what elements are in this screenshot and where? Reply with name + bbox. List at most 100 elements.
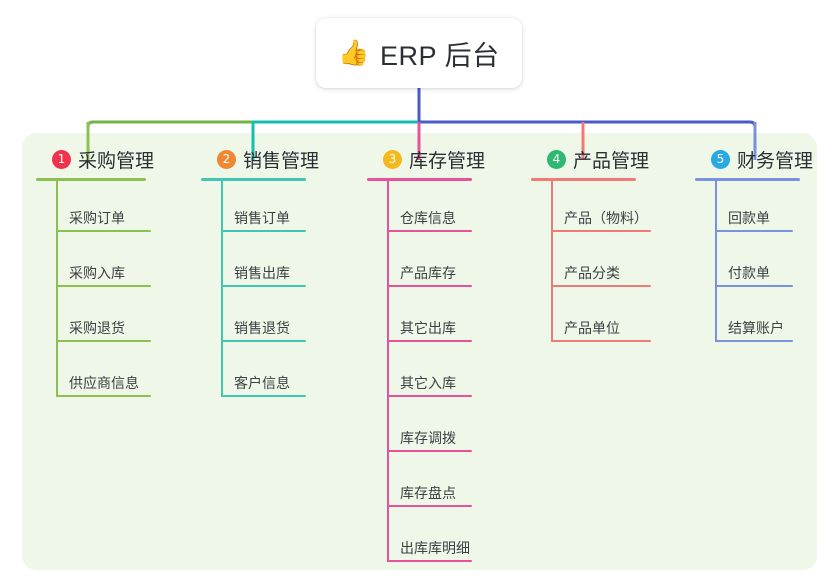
branch-item-underline — [387, 505, 472, 507]
branch-number-badge: 2 — [217, 149, 236, 169]
branch-item-underline — [551, 340, 651, 342]
branch-item[interactable]: 销售出库 — [201, 236, 319, 291]
branch-title: 库存管理 — [409, 150, 486, 172]
branch-item[interactable]: 付款单 — [695, 236, 813, 291]
branch-header-1[interactable]: 1 采购管理 — [36, 146, 154, 172]
branch-item-label: 销售退货 — [234, 320, 290, 336]
branch-item[interactable]: 结算账户 — [695, 291, 813, 346]
branch-item-underline — [387, 340, 472, 342]
branch-number-badge: 4 — [547, 149, 566, 169]
branch-item-underline — [221, 395, 306, 397]
bar-segment-blue — [418, 120, 757, 131]
branch-item-label: 出库库明细 — [400, 540, 470, 556]
branch-item[interactable]: 产品库存 — [367, 236, 485, 291]
branch-item-list: 销售订单销售出库销售退货客户信息 — [201, 181, 319, 401]
branch-item-label: 库存调拨 — [400, 430, 456, 446]
root-title-text: ERP 后台 — [380, 40, 500, 71]
branch-item[interactable]: 库存盘点 — [367, 456, 485, 511]
branch-item[interactable]: 供应商信息 — [36, 346, 154, 401]
branch-item-label: 产品分类 — [564, 265, 620, 281]
branch-title: 销售管理 — [243, 150, 320, 172]
branch-item-label: 其它出库 — [400, 320, 456, 336]
branch-item-label: 产品单位 — [564, 320, 620, 336]
branch-underline — [695, 178, 800, 181]
branch-item-underline — [56, 395, 151, 397]
branch-item-label: 库存盘点 — [400, 485, 456, 501]
branch-number-badge: 3 — [383, 149, 402, 169]
branch-underline — [36, 178, 146, 181]
branch-item-label: 供应商信息 — [69, 375, 139, 391]
branch-column-2[interactable]: 2 销售管理销售订单销售出库销售退货客户信息 — [201, 146, 319, 401]
branch-item[interactable]: 产品单位 — [531, 291, 651, 346]
branch-trunk-line — [56, 181, 58, 397]
branch-item[interactable]: 销售订单 — [201, 181, 319, 236]
branch-underline — [367, 178, 472, 181]
branch-item-underline — [715, 285, 793, 287]
branch-item-underline — [221, 340, 306, 342]
branch-item-label: 客户信息 — [234, 375, 290, 391]
branch-trunk-line — [551, 181, 553, 342]
branch-header-2[interactable]: 2 销售管理 — [201, 146, 319, 172]
thumbs-up-icon: 👍 — [338, 38, 371, 67]
branch-header-5[interactable]: 5 财务管理 — [695, 146, 813, 172]
branch-title: 财务管理 — [737, 150, 814, 172]
root-node[interactable]: 👍 ERP 后台 — [316, 18, 522, 88]
branch-item-underline — [56, 230, 151, 232]
branch-item-underline — [387, 230, 472, 232]
branch-item-label: 回款单 — [728, 210, 770, 226]
branch-column-1[interactable]: 1 采购管理采购订单采购入库采购退货供应商信息 — [36, 146, 154, 401]
branch-item-underline — [715, 340, 793, 342]
branch-trunk-line — [221, 181, 223, 397]
branch-item-label: 采购入库 — [69, 265, 125, 281]
branches-panel — [22, 133, 817, 570]
branch-item-underline — [387, 560, 472, 562]
branch-item-underline — [387, 450, 472, 452]
branch-item[interactable]: 回款单 — [695, 181, 813, 236]
branch-item-label: 销售出库 — [234, 265, 290, 281]
branch-item-label: 采购退货 — [69, 320, 125, 336]
branch-item-underline — [56, 340, 151, 342]
branch-trunk-line — [387, 181, 389, 562]
branch-item-label: 采购订单 — [69, 210, 125, 226]
branch-item[interactable]: 产品分类 — [531, 236, 651, 291]
branch-item-list: 采购订单采购入库采购退货供应商信息 — [36, 181, 154, 401]
branch-title: 产品管理 — [573, 150, 650, 172]
branch-trunk-line — [715, 181, 717, 342]
branch-item[interactable]: 库存调拨 — [367, 401, 485, 456]
branch-number-badge: 5 — [711, 149, 730, 169]
branch-item[interactable]: 销售退货 — [201, 291, 319, 346]
root-title: 👍 ERP 后台 — [338, 34, 499, 73]
branch-item[interactable]: 采购退货 — [36, 291, 154, 346]
branch-title: 采购管理 — [78, 150, 155, 172]
branch-item[interactable]: 采购入库 — [36, 236, 154, 291]
branch-item[interactable]: 客户信息 — [201, 346, 319, 401]
branch-item-underline — [221, 285, 306, 287]
branch-item-underline — [551, 285, 651, 287]
branch-item[interactable]: 其它出库 — [367, 291, 485, 346]
branch-item[interactable]: 采购订单 — [36, 181, 154, 236]
branch-item[interactable]: 出库库明细 — [367, 511, 485, 566]
branch-item[interactable]: 产品（物料） — [531, 181, 651, 236]
branch-item-label: 其它入库 — [400, 375, 456, 391]
branch-number-badge: 1 — [52, 149, 71, 169]
branch-underline — [201, 178, 306, 181]
branch-item[interactable]: 仓库信息 — [367, 181, 485, 236]
branch-item-label: 结算账户 — [728, 320, 784, 336]
branch-header-3[interactable]: 3 库存管理 — [367, 146, 485, 172]
branch-item-label: 产品库存 — [400, 265, 456, 281]
branch-item-label: 产品（物料） — [564, 210, 648, 226]
branch-item-label: 销售订单 — [234, 210, 290, 226]
branch-item[interactable]: 其它入库 — [367, 346, 485, 401]
branch-item-list: 仓库信息产品库存其它出库其它入库库存调拨库存盘点出库库明细 — [367, 181, 485, 566]
branch-underline — [531, 178, 636, 181]
branch-header-4[interactable]: 4 产品管理 — [531, 146, 649, 172]
branch-item-underline — [56, 285, 151, 287]
branch-item-underline — [715, 230, 793, 232]
bar-segment-green — [86, 120, 253, 131]
branch-column-3[interactable]: 3 库存管理仓库信息产品库存其它出库其它入库库存调拨库存盘点出库库明细 — [367, 146, 485, 566]
branch-column-5[interactable]: 5 财务管理回款单付款单结算账户 — [695, 146, 813, 346]
branch-column-4[interactable]: 4 产品管理产品（物料） 产品分类产品单位 — [531, 146, 651, 346]
branch-item-list: 产品（物料） 产品分类产品单位 — [531, 181, 651, 346]
branch-item-underline — [387, 285, 472, 287]
